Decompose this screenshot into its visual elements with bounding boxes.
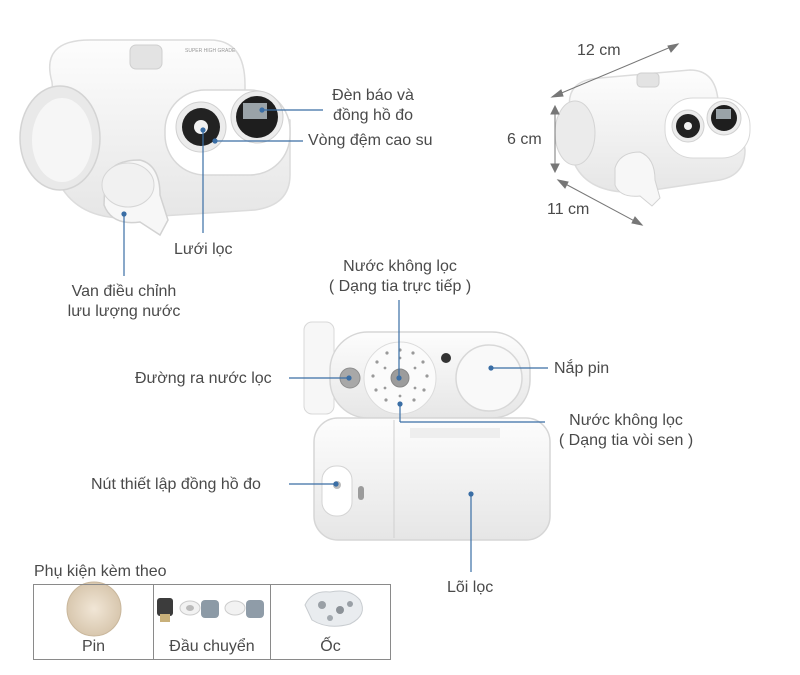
dimension-product-illustration xyxy=(554,69,751,207)
main-product-illustration: SUPER HIGH GRADE xyxy=(19,39,291,237)
label-unfiltered-shower: Nước không lọc ( Dạng tia vòi sen ) xyxy=(548,411,704,451)
product-brand-text: SUPER HIGH GRADE xyxy=(185,48,236,54)
label-indicator-line2: đồng hồ đo xyxy=(332,107,414,124)
label-unfiltered-shower-line1: Nước không lọc xyxy=(569,412,683,429)
accessory-adapter-box: Đầu chuyển xyxy=(153,584,271,660)
bottom-view-illustration xyxy=(303,321,551,541)
accessory-name: Ốc xyxy=(320,638,341,655)
label-rubber-ring: Vòng đệm cao su xyxy=(308,132,433,149)
adapter-illustration xyxy=(157,598,264,622)
accessory-name: Pin xyxy=(81,638,106,655)
label-unfiltered-shower-line2: ( Dạng tia vòi sen ) xyxy=(558,432,694,449)
label-indicator-meter: Đèn báo và đồng hồ đo xyxy=(318,86,428,126)
label-battery-cover: Nắp pin xyxy=(554,360,610,377)
accessory-battery-box: Pin xyxy=(33,584,154,660)
label-indicator-line1: Đèn báo và xyxy=(332,87,414,104)
accessories-title: Phụ kiện kèm theo xyxy=(34,563,167,580)
label-flow-valve: Van điều chỉnh lưu lượng nước xyxy=(55,282,193,322)
label-filter-core: Lõi lọc xyxy=(447,579,494,596)
label-unfiltered-direct-line1: Nước không lọc xyxy=(343,258,457,275)
label-valve-line1: Van điều chỉnh xyxy=(71,283,177,300)
label-valve-line2: lưu lượng nước xyxy=(67,303,181,320)
label-filtered-outlet: Đường ra nước lọc xyxy=(135,370,272,387)
label-unfiltered-direct: Nước không lọc ( Dạng tia trực tiếp ) xyxy=(312,257,488,297)
dimension-length: 12 cm xyxy=(577,42,621,59)
screws-illustration xyxy=(304,590,363,627)
accessory-screws-box: Ốc xyxy=(270,584,391,660)
battery-illustration xyxy=(66,581,122,637)
dimension-height: 6 cm xyxy=(507,131,542,148)
leader-lines xyxy=(121,107,548,572)
accessory-name: Đầu chuyển xyxy=(169,638,255,655)
label-unfiltered-direct-line2: ( Dạng tia trực tiếp ) xyxy=(328,278,472,295)
dimension-lines xyxy=(550,43,680,226)
label-meter-button: Nút thiết lập đồng hồ đo xyxy=(91,476,261,493)
label-filter-mesh: Lưới lọc xyxy=(174,241,233,258)
dimension-depth: 11 cm xyxy=(547,201,590,218)
